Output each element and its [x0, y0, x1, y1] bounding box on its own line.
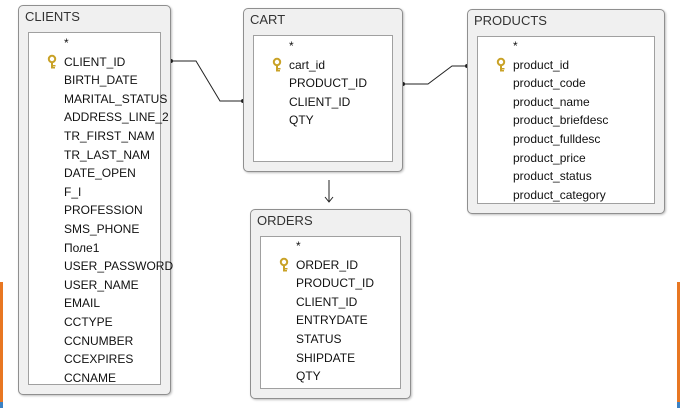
- relation-cart-products: [403, 65, 467, 85]
- field-pole1[interactable]: Поле1: [64, 240, 100, 255]
- field-address-line-2[interactable]: ADDRESS_LINE_2: [64, 110, 169, 125]
- field-list[interactable]: * product_id product_code product_name p…: [477, 36, 655, 204]
- field-all[interactable]: *: [64, 36, 69, 50]
- field-entrydate[interactable]: ENTRYDATE: [296, 313, 368, 328]
- field-marital-status[interactable]: MARITAL_STATUS: [64, 91, 168, 106]
- primary-key-icon: [47, 54, 57, 69]
- field-user-password[interactable]: USER_PASSWORD: [64, 259, 174, 274]
- right-accent-bar-blue: [677, 402, 680, 408]
- field-all[interactable]: *: [289, 39, 294, 53]
- field-user-name[interactable]: USER_NAME: [64, 277, 139, 292]
- field-product-id[interactable]: PRODUCT_ID: [289, 76, 368, 91]
- table-title: CART: [250, 12, 286, 27]
- arrow-down-icon: [324, 180, 334, 203]
- field-product-briefdesc[interactable]: product_briefdesc: [513, 113, 609, 128]
- field-product-id[interactable]: product_id: [478, 56, 654, 75]
- field-f-i[interactable]: F_I: [64, 184, 82, 199]
- relation-clients-cart: [171, 60, 243, 102]
- field-product-status[interactable]: product_status: [513, 169, 592, 184]
- field-birth-date[interactable]: BIRTH_DATE: [64, 73, 138, 88]
- field-profession[interactable]: PROFESSION: [64, 203, 143, 218]
- field-ccnumber[interactable]: CCNUMBER: [64, 333, 134, 348]
- field-product-code[interactable]: product_code: [513, 76, 586, 91]
- field-order-id[interactable]: ORDER_ID: [261, 256, 400, 275]
- field-client-id[interactable]: CLIENT_ID: [296, 294, 358, 309]
- field-qty[interactable]: QTY: [289, 113, 314, 128]
- primary-key-icon: [279, 257, 289, 272]
- field-product-price[interactable]: product_price: [513, 150, 586, 165]
- field-ccexpires[interactable]: CCEXPIRES: [64, 352, 134, 367]
- table-cart[interactable]: CART * cart_id PRODUCT_ID CLIENT_ID QTY: [243, 8, 403, 172]
- field-qty[interactable]: QTY: [296, 369, 321, 384]
- field-list[interactable]: * CLIENT_ID BIRTH_DATE MARITAL_STATUS AD…: [28, 32, 174, 385]
- field-all[interactable]: *: [296, 239, 301, 253]
- field-cctype[interactable]: CCTYPE: [64, 314, 113, 329]
- field-list[interactable]: * cart_id PRODUCT_ID CLIENT_ID QTY: [253, 35, 393, 162]
- left-accent-bar-blue: [0, 402, 3, 408]
- field-tr-first-nam[interactable]: TR_FIRST_NAM: [64, 128, 155, 143]
- field-client-id[interactable]: CLIENT_ID: [289, 94, 351, 109]
- field-cart-id[interactable]: cart_id: [254, 56, 392, 75]
- primary-key-icon: [496, 57, 506, 72]
- field-sms-phone[interactable]: SMS_PHONE: [64, 221, 140, 236]
- field-ccname[interactable]: CCNAME: [64, 370, 117, 385]
- field-client-id[interactable]: CLIENT_ID: [29, 53, 160, 72]
- table-clients[interactable]: CLIENTS * CLIENT_ID BIRTH_DATE MARITAL_S…: [18, 5, 174, 395]
- field-tr-last-nam[interactable]: TR_LAST_NAM: [64, 147, 151, 162]
- field-list[interactable]: * ORDER_ID PRODUCT_ID CLIENT_ID ENTRYDAT…: [260, 236, 401, 389]
- primary-key-icon: [272, 57, 282, 72]
- field-product-name[interactable]: product_name: [513, 94, 590, 109]
- table-title: CLIENTS: [25, 9, 80, 24]
- field-product-id[interactable]: PRODUCT_ID: [296, 276, 375, 291]
- field-shipdate[interactable]: SHIPDATE: [296, 350, 356, 365]
- field-date-open[interactable]: DATE_OPEN: [64, 166, 136, 181]
- field-status[interactable]: STATUS: [296, 331, 342, 346]
- field-email[interactable]: EMAIL: [64, 296, 101, 311]
- right-accent-bar: [677, 282, 680, 402]
- table-orders[interactable]: ORDERS * ORDER_ID PRODUCT_ID CLIENT_ID E…: [250, 209, 411, 399]
- field-product-fulldesc[interactable]: product_fulldesc: [513, 131, 601, 146]
- table-title: PRODUCTS: [474, 13, 547, 28]
- left-accent-bar: [0, 282, 3, 402]
- field-all[interactable]: *: [513, 39, 518, 53]
- table-title: ORDERS: [257, 213, 313, 228]
- table-products[interactable]: PRODUCTS * product_id product_code produ…: [467, 9, 665, 214]
- field-product-category[interactable]: product_category: [513, 187, 606, 202]
